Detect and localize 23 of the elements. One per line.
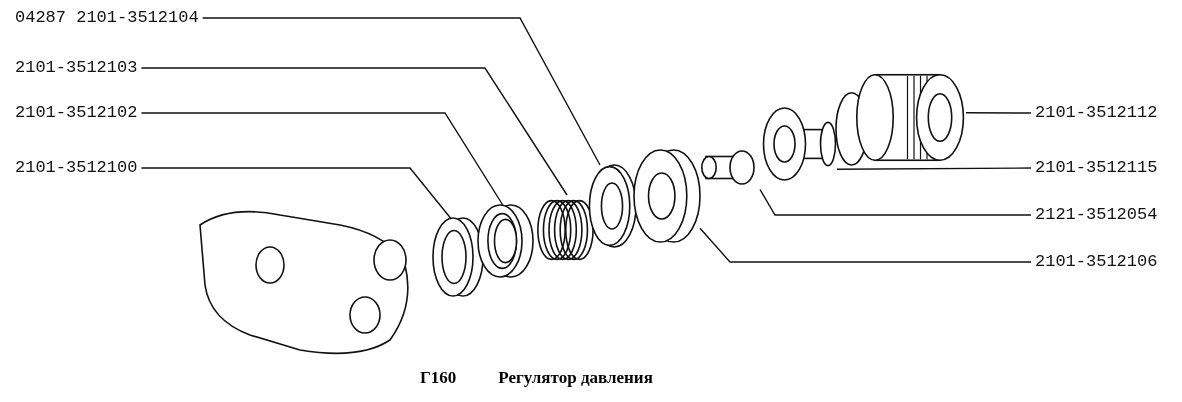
part-number: 2101-3512102 (15, 103, 138, 123)
part-number: 04287 2101-3512104 (15, 8, 199, 28)
part-number: 2101-3512100 (15, 158, 138, 178)
leader-line (140, 112, 504, 206)
leader-line (140, 167, 452, 219)
ring-drawing (478, 205, 533, 277)
disk-drawing (634, 150, 700, 242)
part-number: 2101-3512103 (15, 58, 138, 78)
leader-line (201, 17, 601, 166)
seal-drawing (588, 165, 636, 247)
plunger-drawing (762, 108, 837, 180)
part-number: 2101-3512115 (1035, 158, 1158, 178)
part-number: 2121-3512054 (1035, 205, 1158, 225)
caption: Регулятор давления (498, 368, 653, 388)
figure-number: Г160 (420, 368, 457, 388)
part-number: 2101-3512106 (1035, 252, 1158, 272)
leader-line (140, 67, 568, 196)
sleeve-drawing (433, 218, 483, 296)
leader-line (699, 227, 1032, 263)
part-number: 2101-3512112 (1035, 103, 1158, 123)
leader-line (759, 188, 1032, 216)
leader-line (836, 167, 1032, 170)
leader-line (965, 112, 1032, 114)
